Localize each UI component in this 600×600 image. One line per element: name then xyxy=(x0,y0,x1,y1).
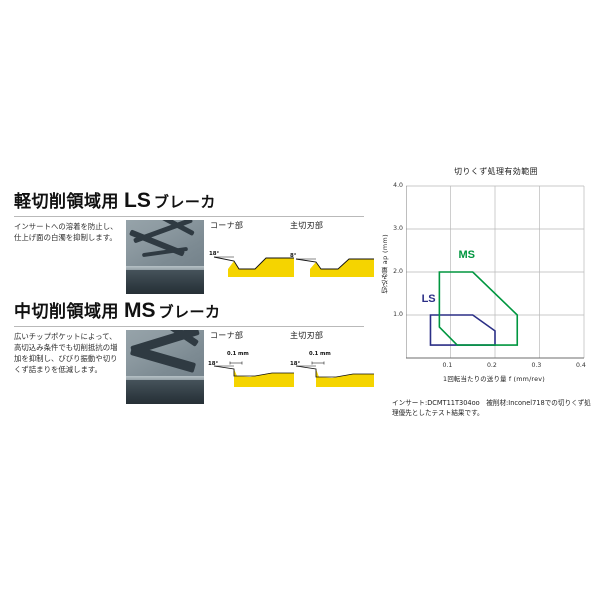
ls-main-edge-cross-section: 主切刃部 8° xyxy=(290,220,374,283)
section-ls-body: インサートへの溶着を防止し、仕上げ面の白濁を抑制します。 コーナ部 xyxy=(14,220,374,295)
ms-corner-cross-section: コーナ部 18° 0.1 mm xyxy=(208,330,294,393)
chart-ytick-0: 1.0 xyxy=(393,311,403,318)
section-ms-divider xyxy=(14,326,364,328)
chart-caption: インサート:DCMT11T304oo 被削材:Inconel718での切りくず処… xyxy=(392,399,591,418)
section-ls-heading-tag: LS xyxy=(124,189,151,212)
chart-xtick-0: 0.1 xyxy=(442,362,453,369)
ms-main-edge-title: 主切刃部 xyxy=(290,331,324,341)
ms-main-edge-dim-label: 0.1 mm xyxy=(309,351,331,358)
ls-corner-title: コーナ部 xyxy=(210,221,244,231)
chart-ytick-2: 3.0 xyxy=(393,225,403,232)
ls-insert-base xyxy=(126,270,204,295)
chart-x-axis-label: 1回転当たりの送り量 f (mm/rev) xyxy=(443,375,545,383)
chart-series-ms xyxy=(438,271,519,346)
chart-xtick-1: 0.2 xyxy=(487,362,497,369)
section-ls-heading-suffix: ブレーカ xyxy=(153,194,216,211)
ls-main-edge-profile-icon xyxy=(295,258,374,278)
section-ls-heading-prefix: 軽切削領域用 xyxy=(14,192,119,211)
ms-corner-dim-label: 0.1 mm xyxy=(227,351,249,358)
section-ms-description: 広いチップポケットによって、高切込み条件でも切削抵抗の増加を抑制し、びびり振動や… xyxy=(14,332,118,374)
chart-legend-ms: MS xyxy=(459,249,476,261)
ls-corner-cross-section: コーナ部 18° xyxy=(209,220,294,283)
chart-xtick-2: 0.3 xyxy=(531,362,542,369)
chart-y-axis-label: 切込み量 ap (mm) xyxy=(381,234,389,294)
ms-corner-art: 18° 0.1 mm xyxy=(208,351,294,393)
chart-title: 切りくず処理有効範囲 xyxy=(454,167,538,176)
chart-svg: LS MS xyxy=(406,185,585,359)
section-ls-divider xyxy=(14,216,364,218)
ls-main-edge-title: 主切刃部 xyxy=(290,221,324,231)
ls-corner-profile-icon xyxy=(213,256,294,278)
ls-corner-art: 18° xyxy=(209,245,294,283)
section-ms-heading-tag: MS xyxy=(124,299,156,322)
ms-main-edge-cross-section: 主切刃部 18° 0.1 mm xyxy=(290,330,374,393)
chart-legend-ls: LS xyxy=(422,293,436,305)
ls-main-edge-art: 8° xyxy=(290,245,374,283)
ms-main-edge-angle-label: 18° xyxy=(290,361,301,368)
section-ms-heading-prefix: 中切削領域用 xyxy=(14,302,119,321)
chip-control-range-chart: 切りくず処理有効範囲 切込み量 ap (mm) 1回転当たりの送り量 f (mm… xyxy=(381,166,594,426)
ms-insert-photo xyxy=(126,330,204,405)
ms-main-edge-art: 18° 0.1 mm xyxy=(290,351,374,393)
ls-corner-angle-label: 18° xyxy=(209,251,220,258)
section-ms-body: 広いチップポケットによって、高切込み条件でも切削抵抗の増加を抑制し、びびり振動や… xyxy=(14,330,374,405)
ls-insert-photo xyxy=(126,220,204,295)
ms-insert-edge xyxy=(126,376,204,384)
ls-main-edge-angle-label: 8° xyxy=(290,253,297,260)
ms-corner-angle-label: 18° xyxy=(208,361,219,368)
ms-main-edge-profile-icon xyxy=(295,361,374,388)
ls-insert-edge xyxy=(126,266,204,274)
section-ls-description: インサートへの溶着を防止し、仕上げ面の白濁を抑制します。 xyxy=(14,222,118,242)
ms-corner-profile-icon xyxy=(213,361,294,388)
chart-series-ls xyxy=(429,314,496,346)
chart-xtick-3: 0.4 xyxy=(576,362,586,369)
chart-ytick-1: 2.0 xyxy=(393,268,403,275)
ms-corner-title: コーナ部 xyxy=(210,331,244,341)
ms-insert-base xyxy=(126,380,204,405)
section-ms-heading-suffix: ブレーカ xyxy=(158,304,221,321)
chart-ytick-3: 4.0 xyxy=(393,182,403,189)
